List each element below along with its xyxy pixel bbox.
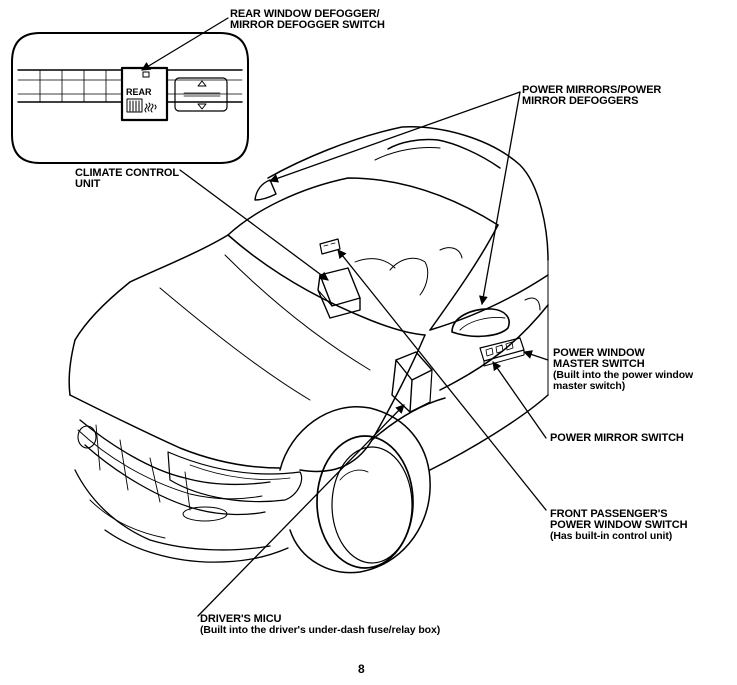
leader-front-passenger <box>337 249 547 511</box>
leader-drivers-micu <box>197 404 405 617</box>
drivers-micu-part <box>391 351 433 413</box>
label-rear-defogger-switch: REAR WINDOW DEFOGGER/ MIRROR DEFOGGER SW… <box>230 8 385 31</box>
leader-pw-master <box>523 350 549 361</box>
front-passenger-window-switch-part <box>319 238 341 255</box>
label-power-window-master-switch: POWER WINDOW MASTER SWITCH (Built into t… <box>553 347 694 392</box>
leader-lines <box>141 17 549 617</box>
label-climate-control-unit: CLIMATE CONTROL UNIT <box>75 167 180 190</box>
leader-climate-control <box>179 169 329 281</box>
label-front-passenger-window-switch: FRONT PASSENGER'S POWER WINDOW SWITCH (H… <box>550 508 688 542</box>
vehicle-outline <box>68 126 549 574</box>
leader-mirror-switch <box>492 361 547 439</box>
leader-power-mirror-left <box>269 91 521 183</box>
rear-defrost-icon <box>126 98 157 113</box>
leader-rear-defogger <box>141 17 229 71</box>
leader-power-mirror-right <box>478 91 521 305</box>
label-power-mirror-switch: POWER MIRROR SWITCH <box>550 432 684 444</box>
label-drivers-micu: DRIVER'S MICU (Built into the driver's u… <box>200 613 441 636</box>
label-power-mirrors: POWER MIRRORS/POWER MIRROR DEFOGGERS <box>522 84 662 107</box>
climate-control-inset: REAR <box>11 32 249 164</box>
climate-control-unit-part <box>317 267 361 319</box>
page-number: 8 <box>358 662 365 676</box>
inset-rear-button-text: REAR <box>126 87 152 97</box>
